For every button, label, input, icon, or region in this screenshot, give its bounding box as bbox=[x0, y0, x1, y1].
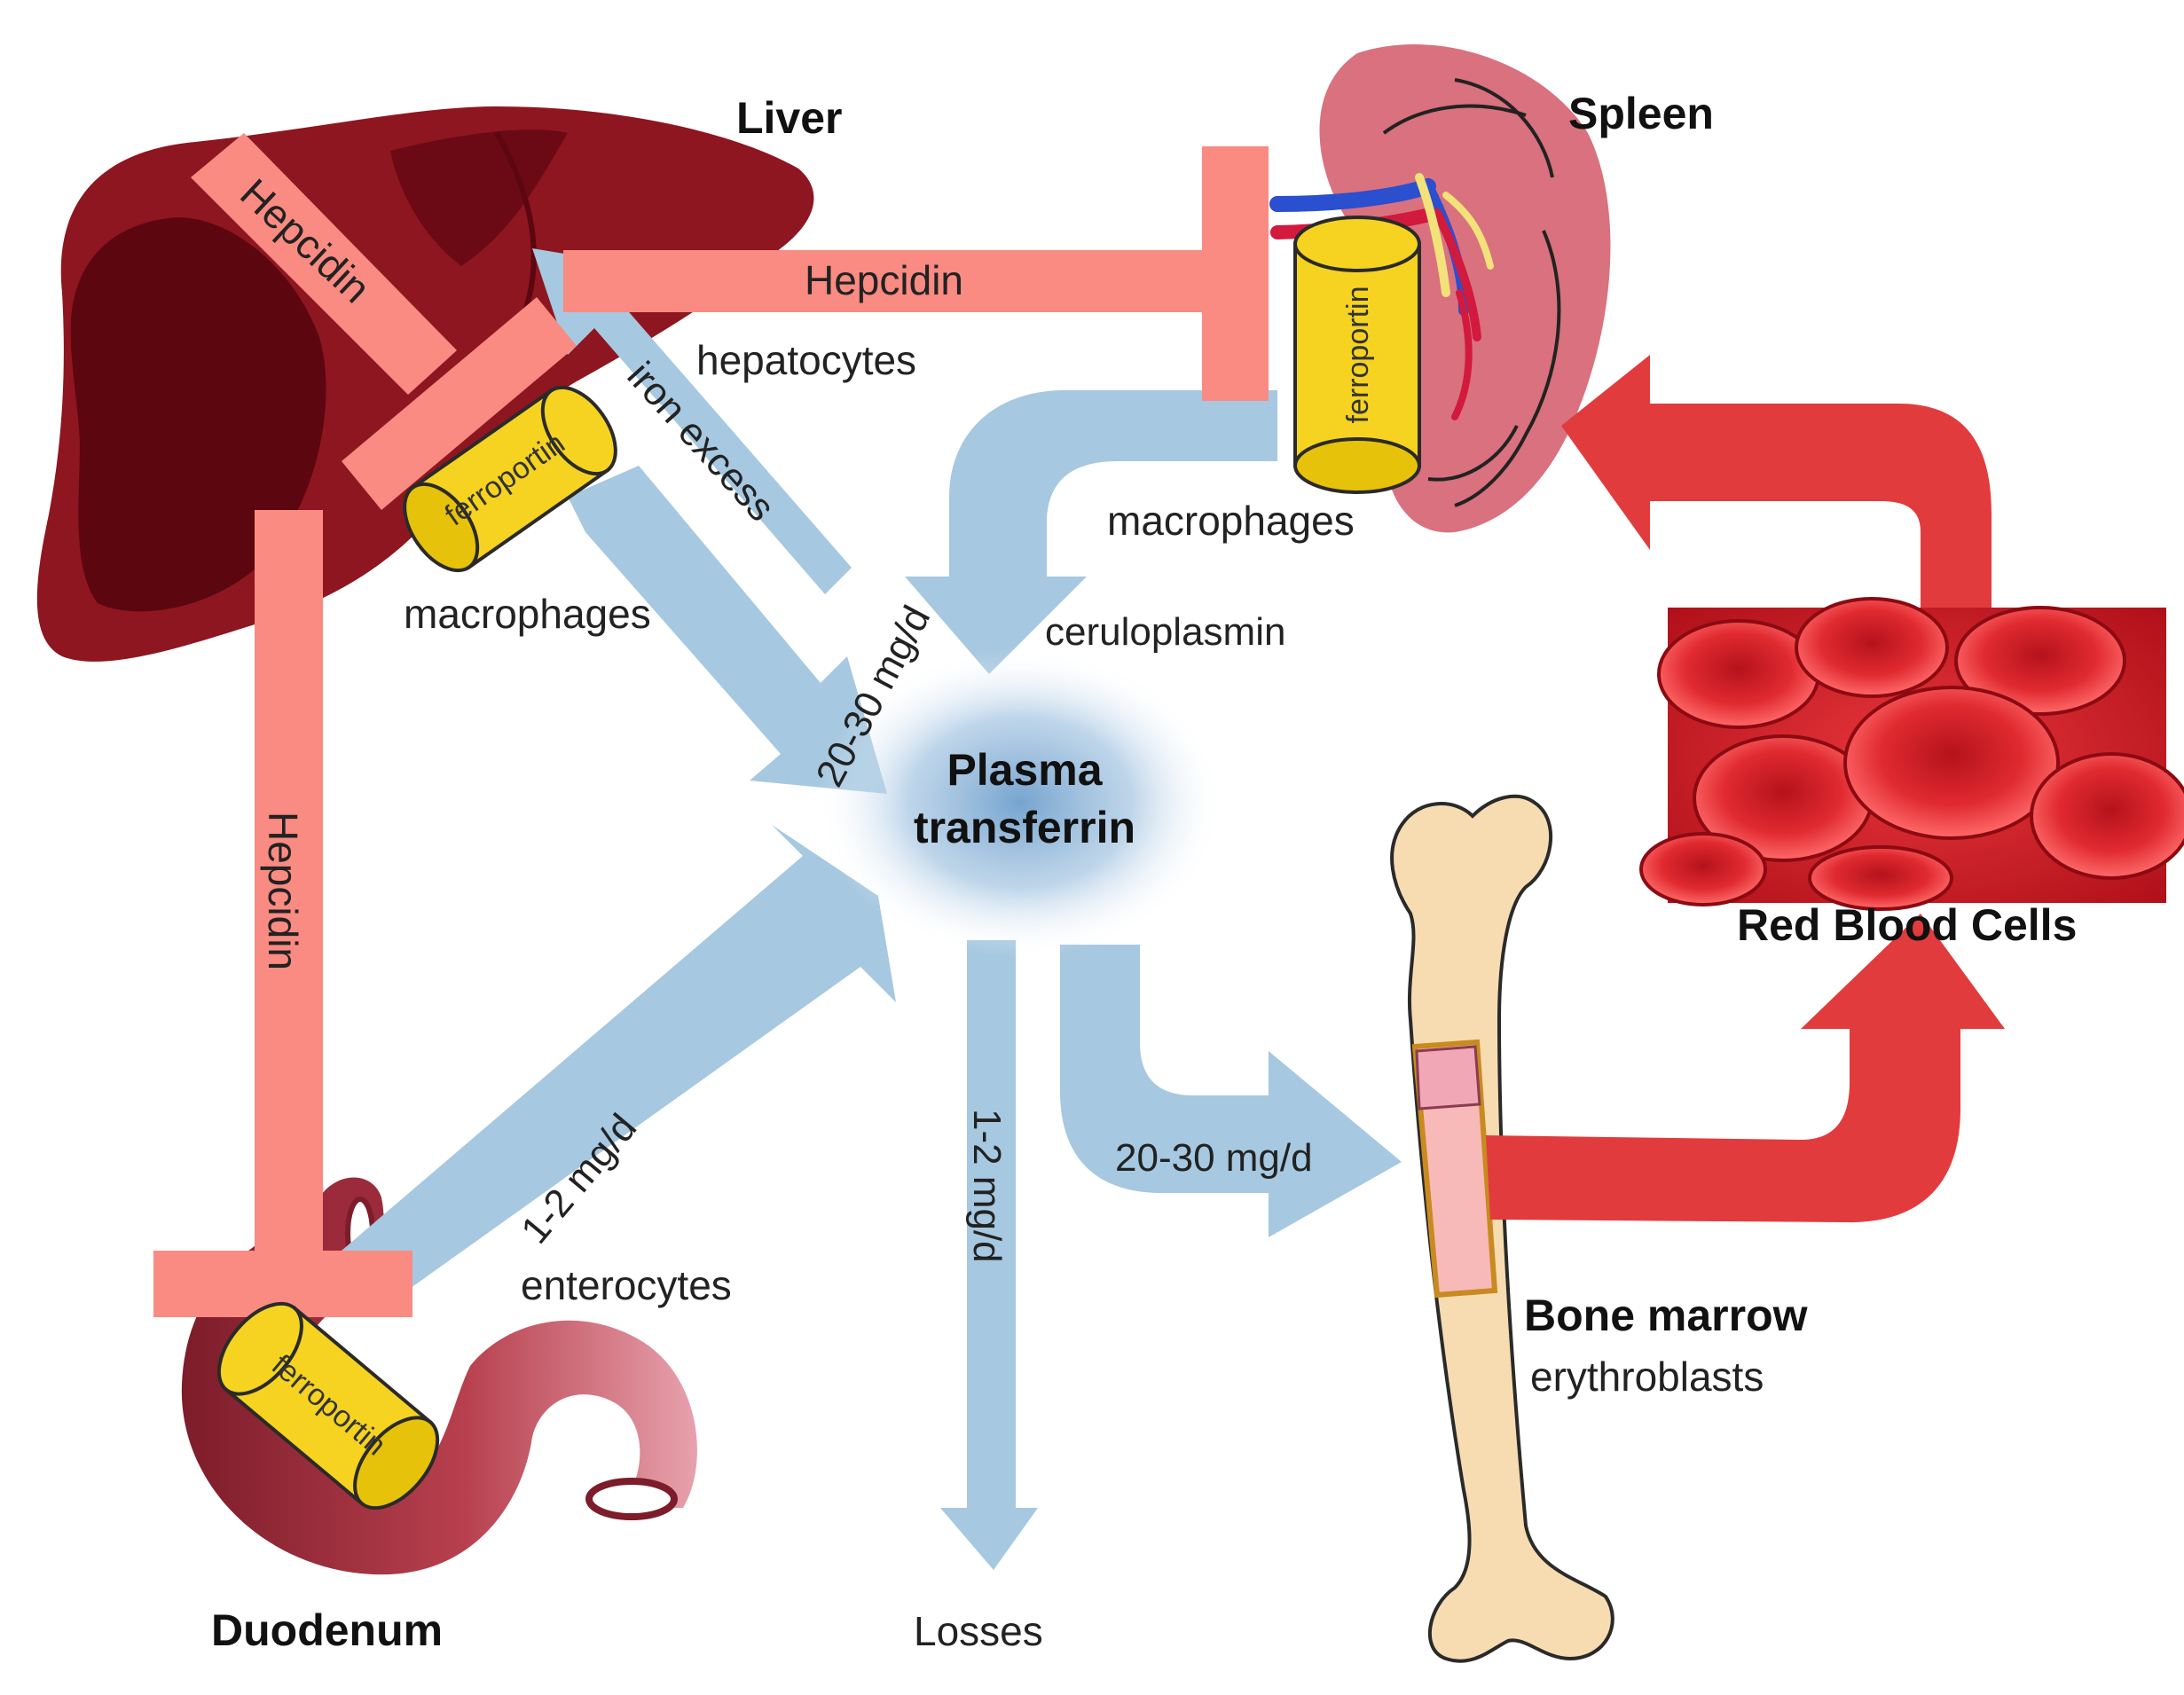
rbc-flow-arrows bbox=[1486, 355, 2005, 1223]
spleen-contour-4 bbox=[1427, 425, 1519, 482]
spleen-label: Spleen bbox=[1568, 89, 1714, 138]
red-blood-cells-label: Red Blood Cells bbox=[1737, 900, 2077, 950]
plasma-to-marrow-arrow bbox=[1060, 945, 1402, 1237]
spleen-macrophages-label: macrophages bbox=[1107, 498, 1355, 544]
hepcidin-inhibition-bars bbox=[153, 133, 1269, 1317]
duodenum-to-plasma-arrow bbox=[342, 825, 896, 1299]
liver-macrophages-label: macrophages bbox=[404, 591, 651, 637]
ferroportin-spleen-label: ferroportin bbox=[1341, 286, 1375, 424]
spleen-contour-2 bbox=[1454, 78, 1554, 178]
plasma-to-losses-arrow bbox=[940, 940, 1038, 1570]
bone-spongy-top bbox=[1415, 1045, 1481, 1110]
hepcidin-to-spleen-label: Hepcidin bbox=[805, 257, 963, 303]
bone-marrow-label: Bone marrow bbox=[1524, 1291, 1808, 1340]
spleen-to-plasma-arrow bbox=[905, 390, 1277, 674]
rbc-to-spleen-arrow bbox=[1561, 355, 1992, 608]
spleen-contour-3 bbox=[1454, 230, 1561, 507]
duodenum-lower-opening bbox=[585, 1478, 678, 1520]
losses-label: Losses bbox=[914, 1608, 1043, 1654]
spleen-contour-1 bbox=[1382, 104, 1527, 135]
ferroportin-spleen: ferroportin bbox=[1293, 216, 1421, 494]
plasma-transferrin-line2: transferrin bbox=[914, 803, 1135, 852]
plasma-transferrin-glow bbox=[816, 647, 1224, 958]
hepcidin-spleen-bar bbox=[563, 250, 1233, 312]
erythroblasts-label: erythroblasts bbox=[1530, 1354, 1764, 1400]
iron-excess-arrow bbox=[532, 248, 852, 594]
ferroportin-duodenum: ferroportin bbox=[216, 1301, 440, 1511]
liver-label: Liver bbox=[736, 93, 843, 143]
rbc-cells bbox=[1639, 597, 2184, 911]
marrow-to-rbc-arrow bbox=[1486, 914, 2005, 1223]
bone-illustration bbox=[1390, 794, 1614, 1663]
plasma-transferrin-line1: Plasma bbox=[947, 745, 1103, 795]
ceruloplasmin-label: ceruloplasmin bbox=[1045, 610, 1285, 654]
red-blood-cells-image bbox=[1639, 597, 2184, 911]
hepcidin-to-duodenum-label: Hepcidin bbox=[260, 812, 306, 970]
hepcidin-duodenum-bar bbox=[255, 510, 323, 1251]
bone-shape bbox=[1390, 794, 1614, 1663]
hepatocytes-label: hepatocytes bbox=[696, 337, 916, 383]
enterocytes-label: enterocytes bbox=[521, 1262, 732, 1308]
liver-upper-shadow bbox=[390, 129, 568, 266]
duodenum-label: Duodenum bbox=[211, 1605, 443, 1655]
hepcidin-liver-self-tbar bbox=[342, 297, 577, 510]
plasma-to-losses-flow-label: 1-2 mg/d bbox=[965, 1109, 1009, 1263]
hepcidin-liver-self-bar bbox=[191, 133, 457, 395]
plasma-to-marrow-flow-label: 20-30 mg/d bbox=[1115, 1136, 1313, 1180]
liver-macrophage-to-plasma-arrow bbox=[568, 466, 887, 794]
hepcidin-spleen-tbar bbox=[1202, 146, 1269, 401]
iron-flow-arrows bbox=[342, 248, 1402, 1570]
